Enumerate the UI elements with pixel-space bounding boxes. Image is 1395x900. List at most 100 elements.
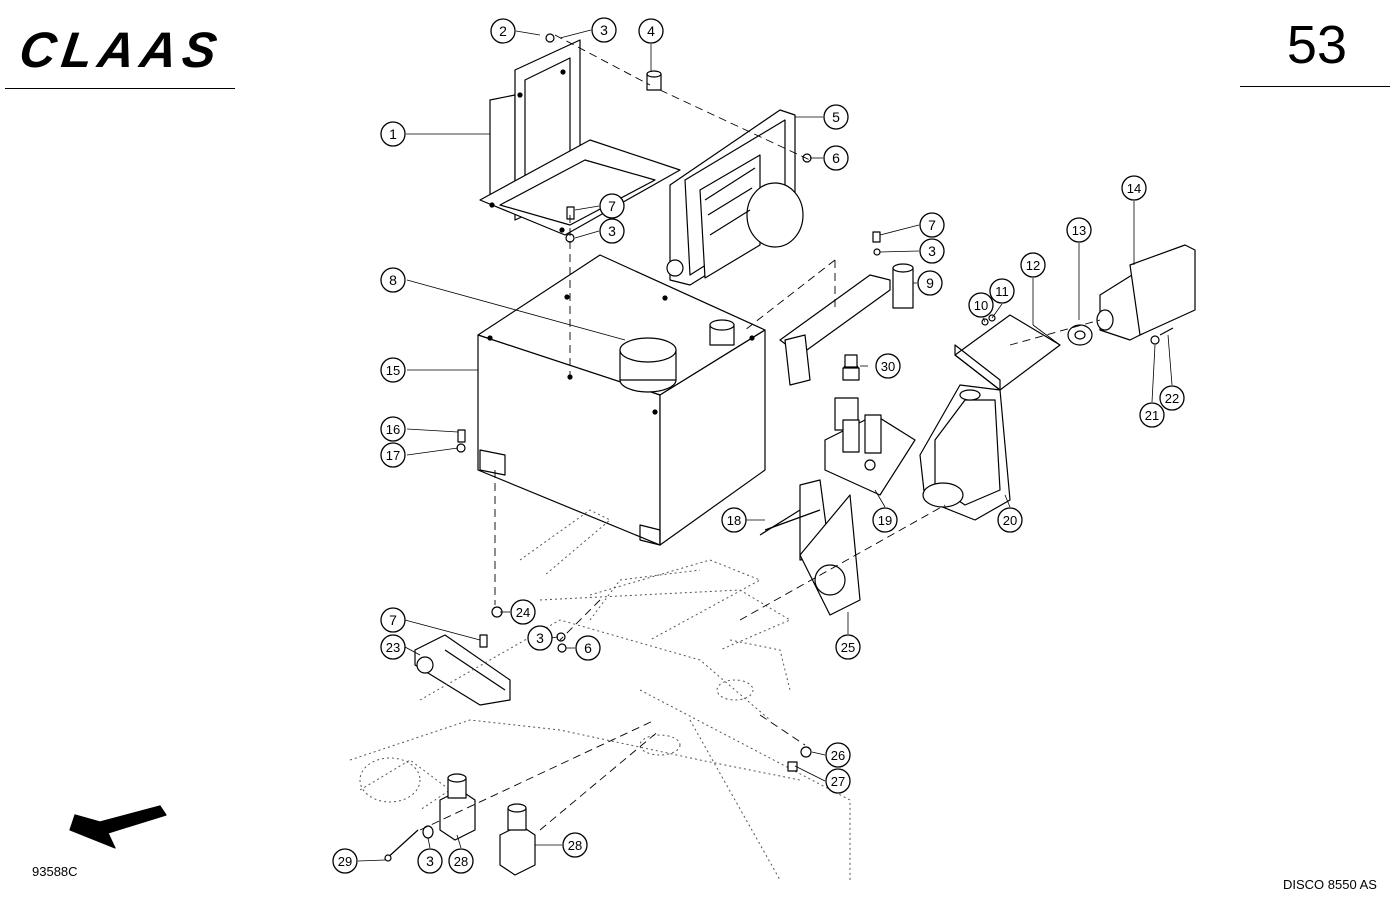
gearbox-part	[919, 384, 1011, 521]
callout-25: 25	[835, 634, 861, 660]
callout-2: 2	[490, 18, 516, 44]
callout-5-label: 5	[832, 109, 840, 125]
callout-leaders	[357, 29, 1173, 862]
callout-6-label: 6	[832, 150, 840, 166]
rubber-mount-part	[646, 70, 662, 91]
valve-block-part	[824, 363, 916, 496]
callout-24: 24	[510, 599, 536, 625]
drawing-code: 93588C	[32, 864, 78, 879]
callout-10-label: 10	[974, 298, 988, 313]
callout-13: 13	[1066, 217, 1092, 243]
callout-1-label: 1	[389, 126, 397, 142]
callout-3d: 3	[527, 625, 553, 651]
callout-6-label: 6	[584, 640, 592, 656]
callout-21: 21	[1139, 402, 1165, 428]
guard-plate-part	[954, 314, 1061, 391]
callout-17: 17	[380, 442, 406, 468]
sensor-part-left	[439, 773, 476, 841]
callout-18-label: 18	[727, 513, 741, 528]
callout-5: 5	[823, 104, 849, 130]
callout-bubbles: 1 2 3 3 3 3 3 4 5 6 6 7 7 7 8 9 10 11 12…	[332, 17, 1185, 874]
callout-27-label: 27	[831, 774, 845, 789]
page-number: 53	[1286, 15, 1347, 75]
callout-8: 8	[380, 267, 406, 293]
callout-3-label: 3	[608, 223, 616, 239]
callout-19-label: 19	[878, 513, 892, 528]
assembly-guide-lines	[419, 34, 1101, 831]
callout-30: 30	[875, 353, 901, 379]
oil-tank-part	[477, 254, 766, 546]
header-rule-left	[5, 88, 235, 89]
callout-28a: 28	[448, 848, 474, 874]
callout-7b: 7	[919, 212, 945, 238]
radiator-part	[666, 109, 804, 286]
mounting-plate-part	[764, 479, 861, 616]
sensor-part-right	[499, 803, 536, 876]
callout-29-label: 29	[338, 854, 352, 869]
callout-17-label: 17	[386, 448, 400, 463]
callout-28-label: 28	[568, 838, 582, 853]
callout-23-label: 23	[386, 640, 400, 655]
header-rule-right	[1240, 86, 1390, 87]
seal-ring-part	[1067, 324, 1093, 346]
callout-10: 10	[968, 292, 994, 318]
callout-7-label: 7	[928, 217, 936, 233]
travel-direction-arrow	[69, 805, 167, 849]
callout-26-label: 26	[831, 748, 845, 763]
callout-16: 16	[380, 416, 406, 442]
callout-21-label: 21	[1145, 408, 1159, 423]
frame-bracket-part	[479, 39, 681, 236]
callout-3-label: 3	[928, 243, 936, 259]
callout-23: 23	[380, 634, 406, 660]
callout-12: 12	[1020, 252, 1046, 278]
callout-22-label: 22	[1165, 391, 1179, 406]
model-name: DISCO 8550 AS	[1283, 877, 1377, 892]
callout-20-label: 20	[1003, 513, 1017, 528]
callout-4-label: 4	[647, 23, 655, 39]
callout-19: 19	[872, 507, 898, 533]
callout-3e: 3	[417, 848, 443, 874]
callout-22: 22	[1159, 385, 1185, 411]
callout-18: 18	[721, 507, 747, 533]
distributor-block-part	[414, 634, 511, 706]
callout-3-label: 3	[536, 630, 544, 646]
callout-7c: 7	[380, 607, 406, 633]
callout-3a: 3	[591, 17, 617, 43]
callout-15-label: 15	[386, 363, 400, 378]
callout-29: 29	[332, 848, 358, 874]
callout-6a: 6	[823, 145, 849, 171]
plug-part	[844, 354, 858, 368]
callout-3-label: 3	[426, 853, 434, 869]
callout-20: 20	[997, 507, 1023, 533]
callout-6b: 6	[575, 635, 601, 661]
callout-28-label: 28	[454, 854, 468, 869]
bolt-part	[384, 825, 434, 862]
callout-26: 26	[825, 742, 851, 768]
callout-3b: 3	[599, 218, 625, 244]
fastener-hardware	[456, 33, 1174, 772]
callout-11-label: 11	[995, 284, 1009, 299]
callout-9-label: 9	[926, 275, 934, 291]
callout-7a: 7	[599, 193, 625, 219]
callout-12-label: 12	[1026, 258, 1040, 273]
callout-9: 9	[917, 270, 943, 296]
callout-8-label: 8	[389, 272, 397, 288]
callout-15: 15	[380, 357, 406, 383]
hydraulic-motor-part	[1096, 244, 1196, 341]
main-frame-chassis	[349, 509, 851, 881]
callout-14-label: 14	[1127, 181, 1141, 196]
callout-28b: 28	[562, 832, 588, 858]
callout-14: 14	[1121, 175, 1147, 201]
callout-4: 4	[638, 18, 664, 44]
pin-part	[759, 509, 801, 536]
callout-27: 27	[825, 768, 851, 794]
callout-16-label: 16	[386, 422, 400, 437]
callout-7-label: 7	[389, 612, 397, 628]
callout-13-label: 13	[1072, 223, 1086, 238]
callout-2-label: 2	[499, 23, 507, 39]
callout-30-label: 30	[881, 359, 895, 374]
callout-24-label: 24	[516, 605, 530, 620]
callout-7-label: 7	[608, 198, 616, 214]
callout-1: 1	[380, 121, 406, 147]
